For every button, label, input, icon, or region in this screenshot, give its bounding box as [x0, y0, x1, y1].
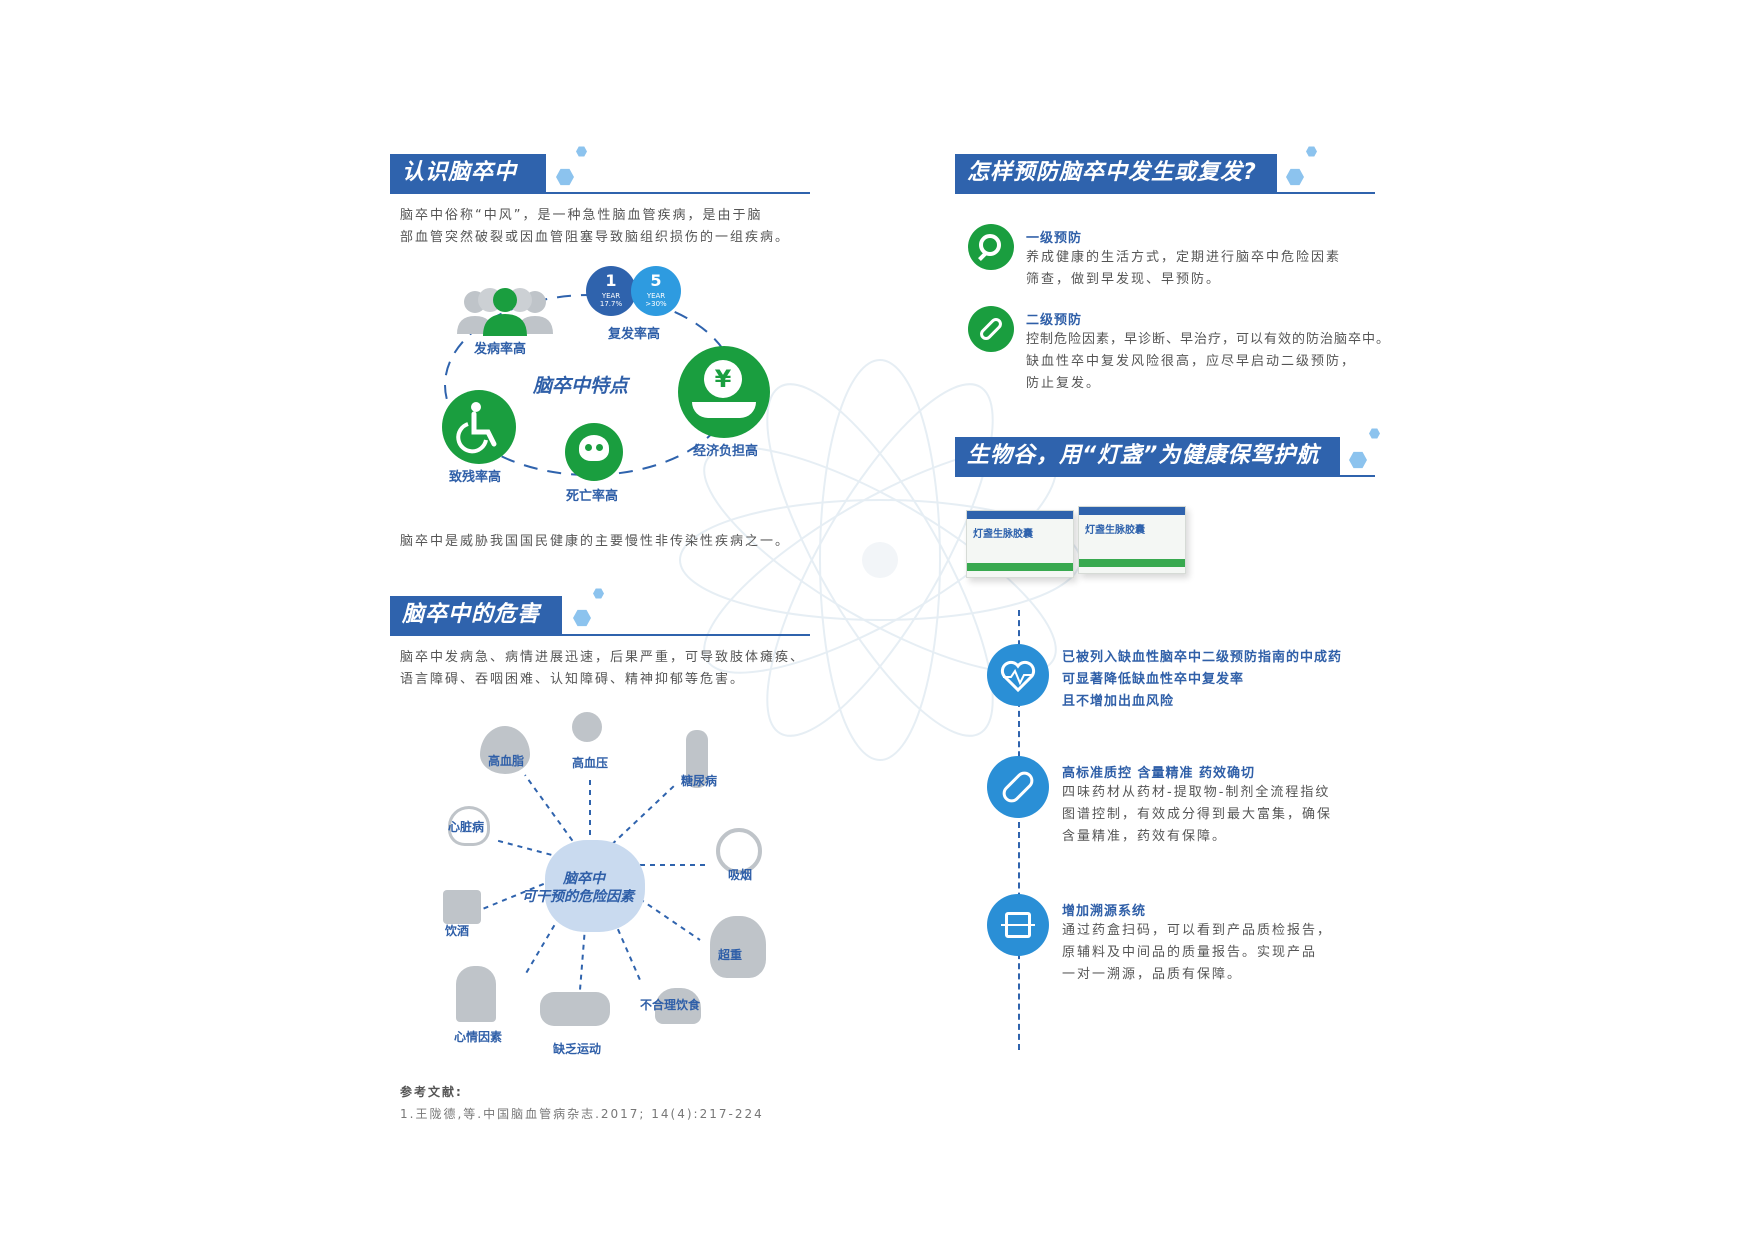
factor-heart: 心脏病 — [448, 820, 485, 834]
no-smoking-icon — [716, 828, 762, 874]
section-title-prevention: 怎样预防脑卒中发生或复发? — [955, 154, 1277, 192]
people-icon — [457, 288, 553, 336]
guideline-line-2: 可显著降低缺血性卒中复发率 — [1062, 672, 1245, 687]
factor-alcohol: 饮酒 — [445, 924, 470, 938]
hex-decoration — [573, 609, 591, 627]
sad-person-icon — [456, 966, 496, 1022]
overweight-person-icon — [710, 916, 766, 978]
risk-center-line-1: 脑卒中 — [563, 871, 605, 887]
secondary-prevention-line-2: 缺血性卒中复发风险很高，应尽早启动二级预防， — [1026, 354, 1357, 369]
factor-diabetes: 糖尿病 — [681, 774, 718, 788]
quality-line-2: 图谱控制，有效成分得到最大富集，确保 — [1062, 807, 1333, 822]
hex-decoration — [1286, 168, 1304, 186]
section-title-product: 生物谷，用“灯盏”为健康保驾护航 — [955, 437, 1340, 475]
label-recurrence: 复发率高 — [608, 327, 661, 342]
secondary-prevention-title: 二级预防 — [1026, 313, 1083, 328]
lying-person-icon — [540, 992, 610, 1026]
hex-decoration — [556, 168, 574, 186]
brain-icon — [545, 840, 645, 932]
glucometer-icon — [686, 730, 708, 788]
traceability-line-1: 通过药盒扫码，可以看到产品质检报告， — [1062, 923, 1333, 938]
primary-prevention-title: 一级预防 — [1026, 231, 1083, 246]
primary-prevention-line-1: 养成健康的生活方式，定期进行脑卒中危险因素 — [1026, 250, 1342, 265]
beer-icon — [443, 890, 481, 924]
scan-icon — [987, 894, 1049, 956]
traceability-line-3: 一对一溯源，品质有保障。 — [1062, 967, 1243, 982]
quality-title: 高标准质控 含量精准 药效确切 — [1062, 766, 1256, 781]
quality-line-3: 含量精准，药效有保障。 — [1062, 829, 1228, 844]
factor-diet: 不合理饮食 — [640, 998, 701, 1012]
factor-overweight: 超重 — [718, 948, 743, 962]
intro-line-1: 脑卒中俗称“中风”，是一种急性脑血管疾病，是由于脑 — [400, 208, 763, 223]
label-incidence: 发病率高 — [474, 342, 527, 357]
factor-bp: 高血压 — [572, 756, 609, 770]
badge-1-year: 1 YEAR 17.7% — [586, 266, 636, 316]
heart-icon — [448, 806, 490, 846]
section-title-harm: 脑卒中的危害 — [390, 596, 562, 634]
closing-text: 脑卒中是威胁我国国民健康的主要慢性非传染性疾病之一。 — [400, 534, 791, 549]
secondary-prevention-line-3: 防止复发。 — [1026, 376, 1102, 391]
blood-pressure-icon — [572, 712, 602, 742]
section-underline — [390, 634, 810, 636]
hex-decoration — [593, 588, 604, 599]
factor-smoke: 吸烟 — [728, 868, 753, 882]
intro-line-2: 部血管突然破裂或因血管阻塞导致脑组织损伤的一组疾病。 — [400, 230, 791, 245]
hex-decoration — [1306, 146, 1317, 157]
heartbeat-icon — [987, 644, 1049, 706]
secondary-prevention-line-1: 控制危险因素，早诊断、早治疗，可以有效的防治脑卒中。 — [1026, 332, 1391, 347]
primary-prevention-line-2: 筛查，做到早发现、早预防。 — [1026, 272, 1222, 287]
section-title-know-stroke: 认识脑卒中 — [390, 154, 546, 192]
section-underline — [955, 475, 1375, 477]
capsule-icon — [987, 756, 1049, 818]
quality-line-1: 四味药材从药材-提取物-制剂全流程指纹 — [1062, 785, 1331, 800]
diagram-center-title: 脑卒中特点 — [533, 375, 629, 397]
traceability-title: 增加溯源系统 — [1062, 904, 1147, 919]
factor-lipid: 高血脂 — [488, 754, 525, 768]
wheelchair-icon — [442, 390, 516, 464]
traceability-line-2: 原辅料及中间品的质量报告。实现产品 — [1062, 945, 1318, 960]
label-economic: 经济负担高 — [693, 444, 759, 459]
product-box-image: 灯盏生脉胶囊 — [966, 510, 1074, 578]
background-flower — [679, 359, 1081, 761]
product-box-image: 灯盏生脉胶囊 — [1078, 506, 1186, 574]
risk-center-line-2: 可干预的危险因素 — [522, 889, 634, 905]
badge-5-year: 5 YEAR >30% — [631, 266, 681, 316]
timeline-dashed-line — [1018, 610, 1020, 1050]
section-underline — [955, 192, 1375, 194]
hex-decoration — [1369, 428, 1380, 439]
magnifier-check-icon — [968, 224, 1014, 270]
hex-decoration — [576, 146, 587, 157]
reference-item-1: 1.王陇德,等.中国脑血管病杂志.2017; 14(4):217-224 — [400, 1107, 764, 1121]
harm-text-line-1: 脑卒中发病急、病情进展迅速，后果严重，可导致肢体瘫痪、 — [400, 650, 806, 665]
pill-icon — [968, 306, 1014, 352]
harm-text-line-2: 语言障碍、吞咽困难、认知障碍、精神抑郁等危害。 — [400, 672, 746, 687]
label-disability: 致残率高 — [449, 470, 502, 485]
blood-drop-icon — [480, 726, 530, 774]
section-underline — [390, 192, 810, 194]
factor-exercise: 缺乏运动 — [553, 1042, 602, 1056]
guideline-line-3: 且不增加出血风险 — [1062, 694, 1175, 709]
money-hand-icon: ¥ — [678, 346, 770, 438]
skull-icon — [565, 423, 623, 481]
factor-mood: 心情因素 — [454, 1030, 503, 1044]
references-heading: 参考文献: — [400, 1085, 463, 1099]
guideline-line-1: 已被列入缺血性脑卒中二级预防指南的中成药 — [1062, 650, 1343, 665]
hex-decoration — [1349, 451, 1367, 469]
label-mortality: 死亡率高 — [566, 489, 619, 504]
burger-icon — [655, 988, 701, 1024]
